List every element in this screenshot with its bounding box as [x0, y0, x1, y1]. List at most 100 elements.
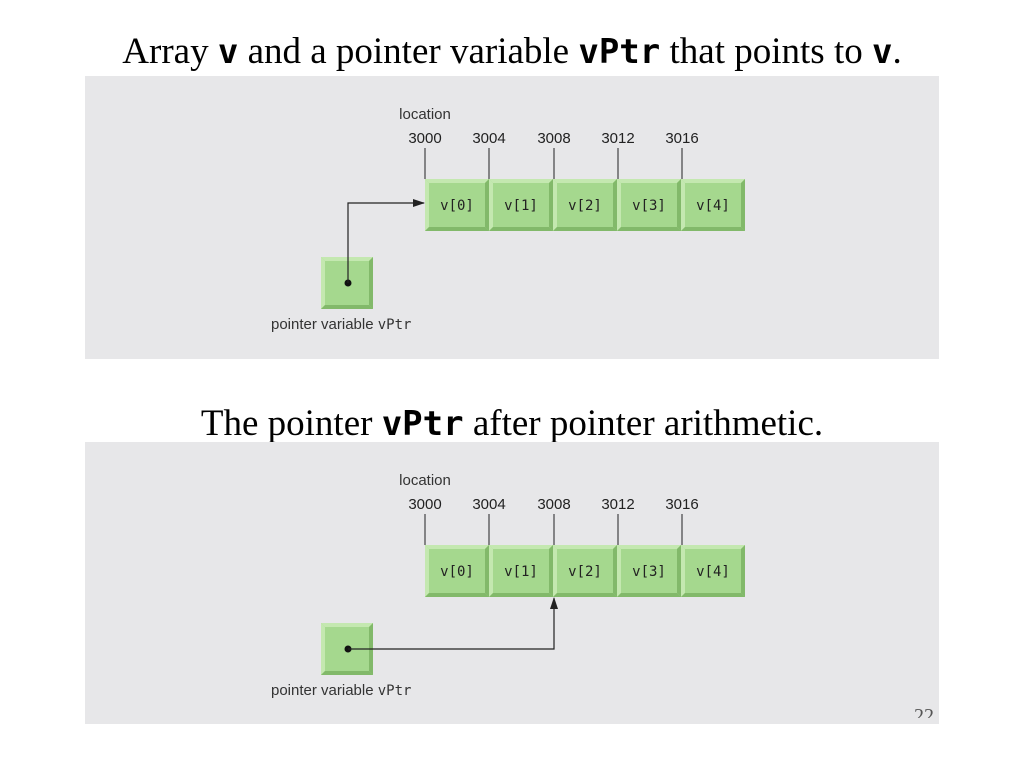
address-label: 3000	[408, 130, 441, 147]
cell-bevel-left	[617, 545, 621, 597]
pointer-label: pointer variable vPtr	[271, 316, 411, 333]
slide-number: 22	[914, 706, 934, 718]
title-text: that points to	[660, 31, 872, 72]
cell-body	[489, 179, 553, 231]
cell-body	[681, 545, 745, 597]
cell-bevel-left	[425, 545, 429, 597]
array-cell: v[3]	[617, 545, 681, 597]
cell-bevel-top	[489, 179, 553, 183]
pointer-bevel-top	[321, 257, 373, 261]
cell-bevel-bottom	[617, 227, 681, 231]
cell-bevel-top	[681, 179, 745, 183]
cell-bevel-right	[549, 545, 553, 597]
slide-title-pointer-arithmetic: The pointer vPtr after pointer arithmeti…	[0, 405, 1024, 442]
cell-bevel-left	[553, 179, 557, 231]
cell-bevel-bottom	[681, 227, 745, 231]
address-label: 3004	[472, 130, 505, 147]
cell-body	[489, 545, 553, 597]
cell-bevel-top	[553, 179, 617, 183]
array-cell: v[0]	[425, 545, 489, 597]
array-cell: v[1]	[489, 179, 553, 231]
cell-label: v[1]	[504, 564, 538, 580]
array-cell: v[4]	[681, 545, 745, 597]
cell-label: v[4]	[696, 198, 730, 214]
pointer-label-text: pointer variable	[271, 316, 378, 333]
cell-label: v[1]	[504, 198, 538, 214]
cell-label: v[0]	[440, 564, 474, 580]
title-code-v: v	[871, 32, 893, 72]
cell-label: v[3]	[632, 198, 666, 214]
title-text: Array	[122, 31, 218, 72]
cell-label: v[0]	[440, 198, 474, 214]
title-code-v: v	[217, 32, 239, 72]
cell-bevel-top	[425, 545, 489, 549]
cell-body	[425, 545, 489, 597]
pointer-label: pointer variable vPtr	[271, 682, 411, 699]
address-label: 3000	[408, 496, 441, 513]
cell-bevel-bottom	[425, 227, 489, 231]
cell-bevel-left	[681, 545, 685, 597]
slide-title-array-and-pointer: Array v and a pointer variable vPtr that…	[0, 33, 1024, 70]
cell-body	[553, 179, 617, 231]
title-code-vptr: vPtr	[381, 404, 464, 444]
cell-body	[681, 179, 745, 231]
cell-bevel-bottom	[489, 227, 553, 231]
location-label: location	[399, 472, 451, 489]
cell-bevel-top	[425, 179, 489, 183]
cell-bevel-left	[681, 179, 685, 231]
cell-bevel-bottom	[617, 593, 681, 597]
pointer-label-text: pointer variable	[271, 682, 378, 699]
cell-bevel-left	[617, 179, 621, 231]
pointer-bevel-right	[369, 257, 373, 309]
address-label: 3008	[537, 130, 570, 147]
cell-bevel-bottom	[425, 593, 489, 597]
address-label: 3012	[601, 130, 634, 147]
cell-bevel-right	[549, 179, 553, 231]
cell-bevel-top	[617, 545, 681, 549]
pointer-bevel-top	[321, 623, 373, 627]
cell-bevel-right	[741, 179, 745, 231]
pointer-bevel-bottom	[321, 671, 373, 675]
array-cell: v[2]	[553, 179, 617, 231]
cell-bevel-left	[553, 545, 557, 597]
cell-body	[425, 179, 489, 231]
cell-bevel-bottom	[553, 593, 617, 597]
cell-body	[617, 545, 681, 597]
pointer-box	[321, 257, 373, 309]
cell-bevel-left	[489, 179, 493, 231]
title-text: The pointer	[200, 403, 382, 444]
cell-bevel-left	[425, 179, 429, 231]
title-text: .	[892, 31, 902, 72]
pointer-arrow	[348, 597, 558, 650]
cell-bevel-right	[613, 179, 617, 231]
location-label: location	[399, 106, 451, 123]
cell-bevel-right	[485, 545, 489, 597]
cell-bevel-right	[741, 545, 745, 597]
array-cell: v[0]	[425, 179, 489, 231]
address-label: 3016	[665, 130, 698, 147]
cell-bevel-bottom	[553, 227, 617, 231]
array-cell: v[4]	[681, 179, 745, 231]
pointer-label-code: vPtr	[378, 317, 412, 333]
pointer-bevel-left	[321, 257, 325, 309]
address-label: 3016	[665, 496, 698, 513]
cell-body	[617, 179, 681, 231]
array-cell: v[3]	[617, 179, 681, 231]
title-code-vptr: vPtr	[578, 32, 661, 72]
cell-bevel-top	[681, 545, 745, 549]
pointer-label-code: vPtr	[378, 683, 412, 699]
cell-bevel-bottom	[681, 593, 745, 597]
cell-label: v[2]	[568, 564, 602, 580]
title-text: and a pointer variable	[238, 31, 579, 72]
cell-bevel-right	[677, 179, 681, 231]
title-text: after pointer arithmetic.	[463, 403, 824, 444]
pointer-arrow	[347, 199, 425, 283]
cell-label: v[2]	[568, 198, 602, 214]
cell-body	[553, 545, 617, 597]
address-label: 3008	[537, 496, 570, 513]
address-label: 3012	[601, 496, 634, 513]
cell-label: v[4]	[696, 564, 730, 580]
pointer-bevel-left	[321, 623, 325, 675]
